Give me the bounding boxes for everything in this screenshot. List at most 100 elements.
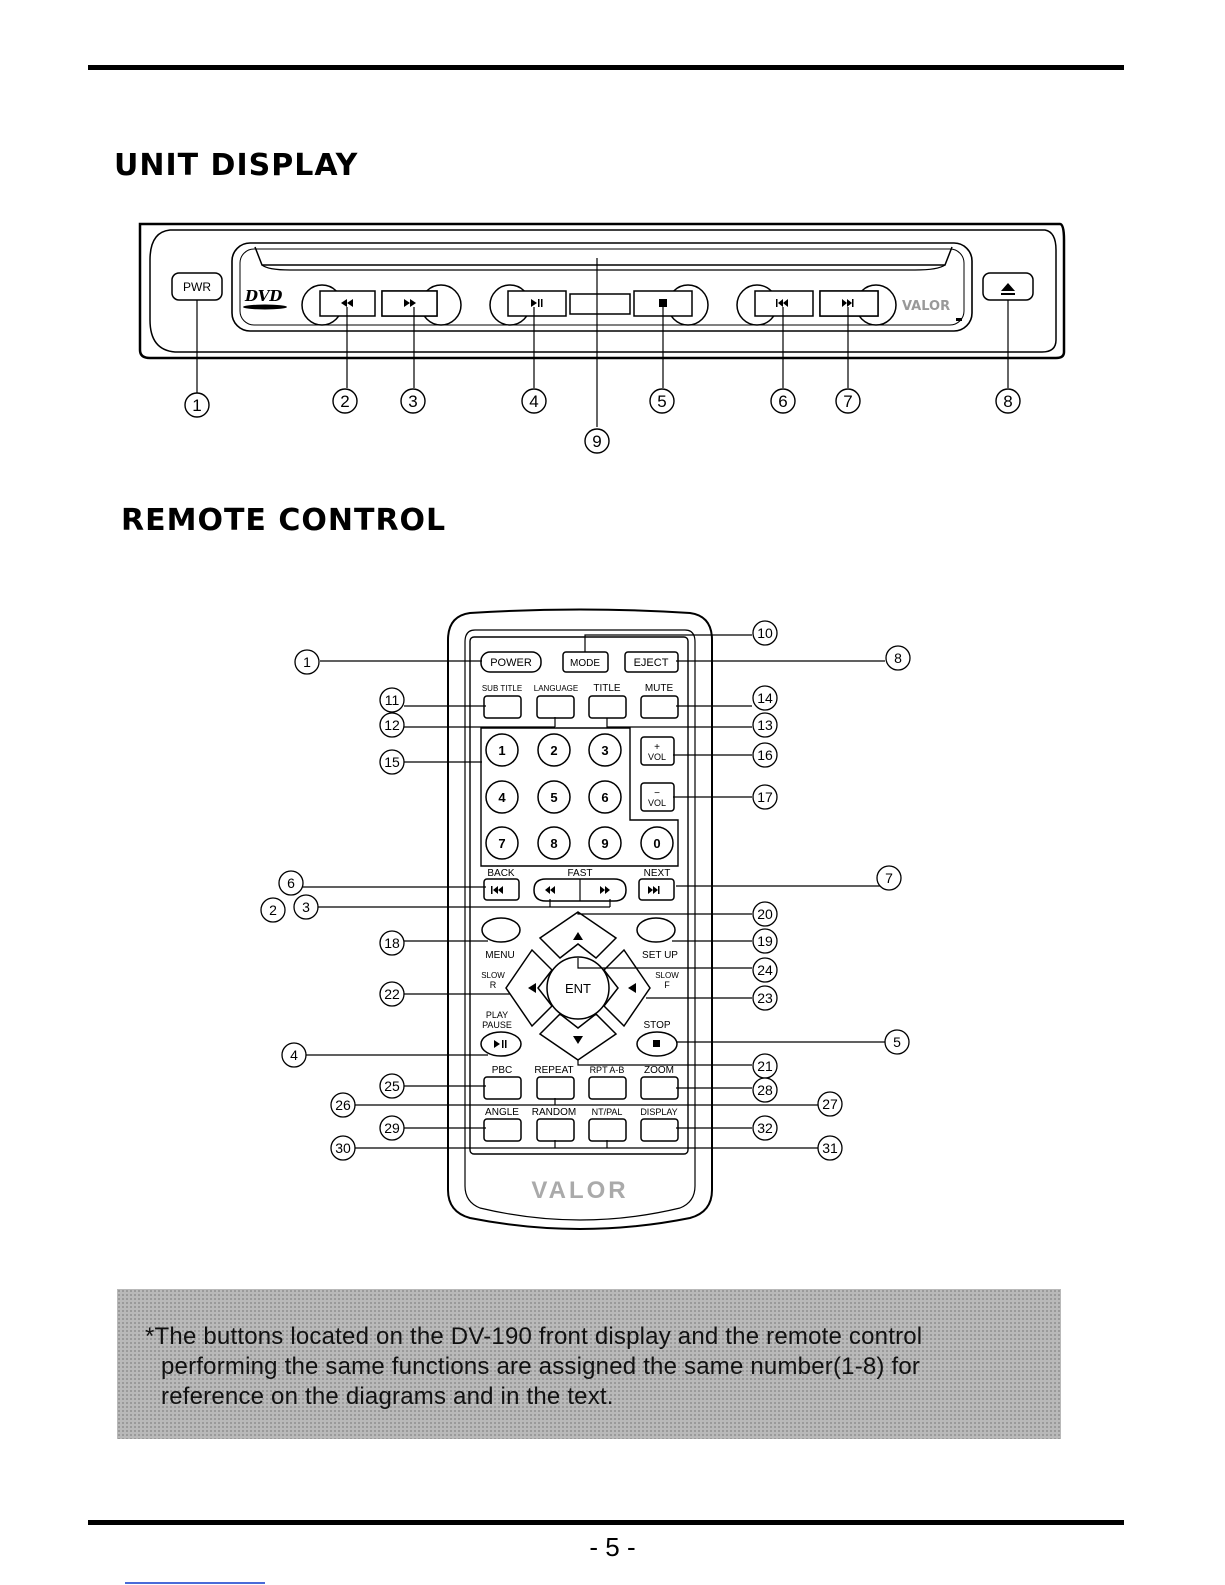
remote-callout-15: 15 (384, 754, 400, 770)
remote-callout-11: 11 (385, 692, 400, 708)
remote-callout-8: 8 (894, 650, 902, 666)
stop-label: STOP (643, 1020, 670, 1031)
top-rule (88, 65, 1124, 70)
display-label: DISPLAY (640, 1107, 677, 1117)
digit-5: 5 (550, 790, 557, 805)
remote-callout-26: 26 (335, 1097, 351, 1113)
remote-subtitle-label: SUB TITLE (482, 684, 522, 693)
play-pause-icon (531, 299, 537, 307)
repeat-label: REPEAT (534, 1065, 573, 1076)
note-line-2: performing the same functions are assign… (161, 1353, 921, 1380)
unit-brand-logo: VALOR (902, 299, 950, 314)
remote-callout-6: 6 (287, 875, 295, 891)
back-label: BACK (487, 868, 515, 879)
remote-control-heading: REMOTE CONTROL (121, 503, 447, 538)
remote-callout-27: 27 (822, 1096, 838, 1112)
slow-r-label-2: R (490, 980, 497, 990)
remote-callout-31: 31 (822, 1140, 838, 1156)
digit-3: 3 (601, 743, 608, 758)
remote-callout-3: 3 (302, 899, 310, 915)
unit-callout-2: 2 (340, 392, 349, 411)
remote-callout-14: 14 (757, 690, 773, 706)
right-arrow-icon (628, 983, 636, 993)
remote-callout-10: 10 (757, 625, 773, 641)
remote-callout-23: 23 (757, 990, 773, 1006)
remote-control-diagram: POWER MODE EJECT SUB TITLE LANGUAGE TITL… (260, 608, 911, 1230)
unit-callout-7: 7 (843, 392, 852, 411)
remote-mute-label: MUTE (645, 683, 674, 694)
dvd-logo: DVD (244, 287, 282, 305)
remote-callout-24: 24 (757, 962, 773, 978)
rewind-icon (341, 299, 347, 307)
remote-callout-4: 4 (290, 1047, 298, 1063)
remote-callout-18: 18 (384, 935, 400, 951)
unit-callout-1: 1 (192, 396, 201, 415)
play-label: PLAY (486, 1010, 508, 1020)
vol-up-label: VOL (648, 752, 666, 762)
remote-callout-17: 17 (757, 789, 773, 805)
remote-callout-30: 30 (335, 1140, 351, 1156)
remote-callout-13: 13 (757, 717, 773, 733)
fast-rewind-icon (545, 886, 550, 894)
remote-callout-16: 16 (757, 747, 773, 763)
digit-4: 4 (498, 790, 506, 805)
remote-title-label: TITLE (593, 683, 621, 694)
slow-f-label-1: SLOW (655, 971, 679, 980)
fast-label: FAST (567, 868, 592, 879)
fast-forward-icon (404, 299, 410, 307)
note-box: *The buttons located on the DV-190 front… (117, 1289, 1061, 1439)
ent-label: ENT (565, 981, 591, 996)
remote-eject-label: EJECT (634, 657, 669, 669)
remote-callout-32: 32 (757, 1120, 773, 1136)
digit-1: 1 (498, 743, 505, 758)
pwr-label: PWR (183, 280, 211, 294)
previous-icon (776, 299, 778, 307)
unit-callout-3: 3 (408, 392, 417, 411)
unit-display-diagram: PWR DVD VALOR (138, 222, 1066, 454)
digit-6: 6 (601, 790, 608, 805)
slow-r-label-1: SLOW (481, 971, 505, 980)
left-arrow-icon (528, 983, 536, 993)
footer-link-underline (125, 1582, 265, 1584)
vol-down-sign: − (654, 788, 660, 799)
setup-label: SET UP (642, 950, 678, 961)
rpt-ab-label: RPT A-B (590, 1065, 625, 1075)
remote-callout-20: 20 (757, 906, 773, 922)
remote-callout-29: 29 (384, 1120, 400, 1136)
note-line-3: reference on the diagrams and in the tex… (161, 1383, 614, 1410)
remote-callout-19: 19 (757, 933, 773, 949)
pbc-label: PBC (492, 1065, 513, 1076)
back-icon (491, 886, 493, 894)
digit-2: 2 (550, 743, 557, 758)
stop-icon (659, 299, 667, 307)
next-label: NEXT (644, 868, 671, 879)
remote-power-label: POWER (490, 657, 532, 669)
remote-callout-1: 1 (303, 654, 311, 670)
digit-0: 0 (653, 836, 660, 851)
menu-label: MENU (485, 950, 514, 961)
next-icon (842, 299, 847, 307)
vol-up-sign: + (654, 742, 660, 753)
remote-callout-25: 25 (384, 1078, 400, 1094)
remote-language-label: LANGUAGE (534, 684, 578, 693)
down-arrow-icon (573, 1036, 583, 1044)
digit-8: 8 (550, 836, 557, 851)
remote-brand-logo: VALOR (531, 1177, 628, 1204)
unit-callout-5: 5 (657, 392, 666, 411)
random-label: RANDOM (532, 1107, 576, 1118)
slow-f-label-2: F (664, 980, 670, 990)
remote-callout-7: 7 (885, 870, 893, 886)
remote-callout-21: 21 (757, 1058, 773, 1074)
remote-callout-2: 2 (269, 902, 277, 918)
ntpal-label: NT/PAL (592, 1107, 623, 1117)
remote-callout-22: 22 (384, 986, 400, 1002)
remote-callout-5: 5 (893, 1034, 901, 1050)
next-remote-icon (648, 886, 653, 894)
page-number: - 5 - (589, 1532, 636, 1562)
unit-callout-4: 4 (529, 392, 538, 411)
vol-down-label: VOL (648, 798, 666, 808)
unit-display-heading: UNIT DISPLAY (114, 148, 359, 183)
remote-callout-28: 28 (757, 1082, 773, 1098)
eject-icon (1001, 283, 1015, 291)
digit-9: 9 (601, 836, 608, 851)
